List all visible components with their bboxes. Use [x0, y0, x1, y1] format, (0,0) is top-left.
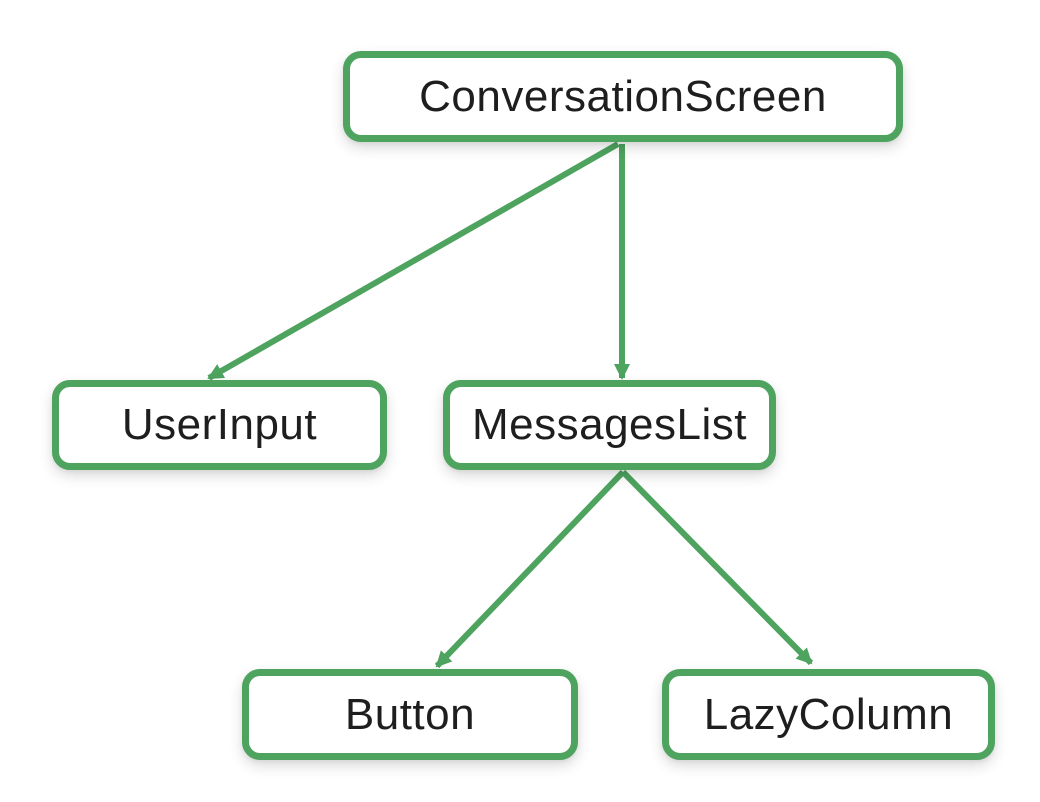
node-lazycolumn: LazyColumn — [662, 669, 995, 760]
node-lazycolumn-label: LazyColumn — [703, 689, 954, 739]
node-userinput: UserInput — [52, 380, 387, 470]
edge-messageslist-lazycolumn — [620, 469, 814, 666]
node-messageslist-label: MessagesList — [471, 400, 747, 449]
edge-messageslist-button — [434, 469, 626, 669]
node-button: Button — [242, 669, 578, 760]
node-button-label: Button — [344, 689, 476, 739]
node-messageslist: MessagesList — [443, 380, 776, 470]
node-conversationscreen-label: ConversationScreen — [419, 71, 827, 121]
node-userinput-label: UserInput — [121, 400, 318, 449]
node-conversationscreen: ConversationScreen — [343, 51, 903, 142]
edge-conversationscreen-userinput — [207, 141, 620, 381]
